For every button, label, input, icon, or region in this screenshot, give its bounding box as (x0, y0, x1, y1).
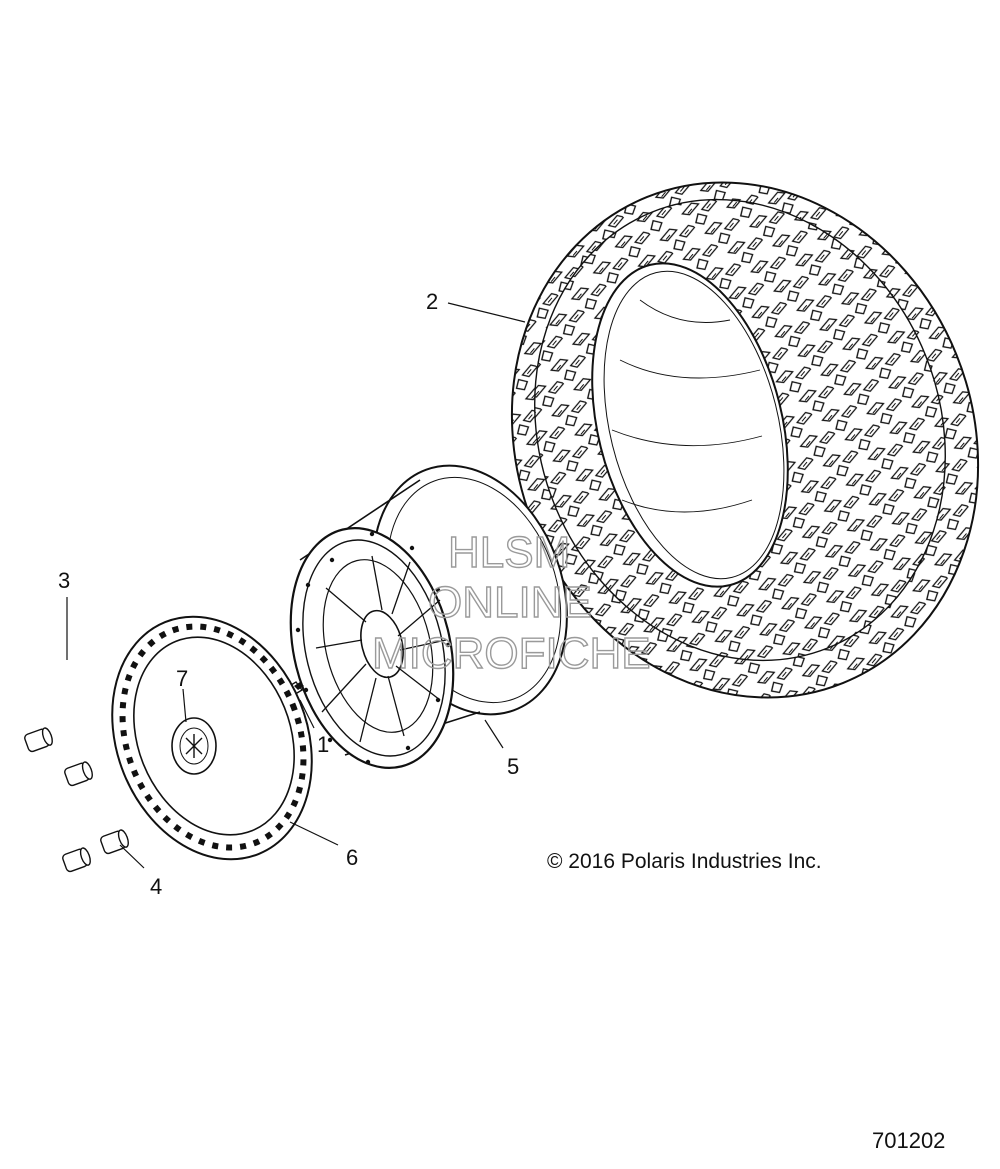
callout-6: 6 (346, 845, 359, 870)
wheel-rim (289, 464, 568, 769)
drawing-number: 701202 (872, 1128, 946, 1153)
callout-2: 2 (426, 289, 439, 314)
hub-cap (171, 717, 217, 775)
callout-7: 7 (176, 666, 189, 691)
tire (510, 181, 980, 699)
callout-3: 3 (58, 568, 71, 593)
callout-4: 4 (150, 874, 163, 899)
callout-5: 5 (507, 754, 520, 779)
leader-lines (66, 302, 526, 869)
callout-1: 1 (317, 732, 330, 757)
copyright-notice: © 2016 Polaris Industries Inc. (547, 850, 822, 873)
lug-nuts (24, 727, 129, 873)
